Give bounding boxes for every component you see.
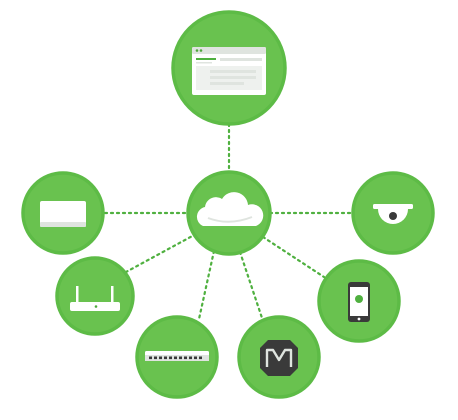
dashboard-node[interactable]	[171, 10, 287, 126]
node-circle	[55, 256, 135, 336]
link-router	[124, 232, 198, 274]
dashboard-window-icon	[192, 47, 266, 95]
access-point-node[interactable]	[21, 171, 105, 255]
cloud-hub[interactable]	[186, 170, 272, 256]
security-appliance-icon	[260, 340, 298, 376]
camera-node[interactable]	[351, 171, 435, 255]
wireless-router-icon	[70, 286, 120, 311]
link-switch	[197, 249, 216, 321]
access-point-icon	[40, 201, 86, 227]
cloud-icon	[196, 192, 264, 226]
smartphone-icon	[348, 282, 370, 322]
network-switch-icon	[145, 351, 209, 361]
mobile-node[interactable]	[317, 259, 401, 343]
security-appliance-node[interactable]	[237, 315, 321, 399]
dome-camera-icon	[373, 204, 413, 224]
link-mobile	[261, 235, 326, 279]
router-node[interactable]	[55, 256, 135, 336]
link-security-appliance	[238, 250, 264, 320]
connector-lines	[103, 122, 354, 321]
switch-ports	[149, 356, 202, 360]
switch-node[interactable]	[135, 315, 219, 399]
